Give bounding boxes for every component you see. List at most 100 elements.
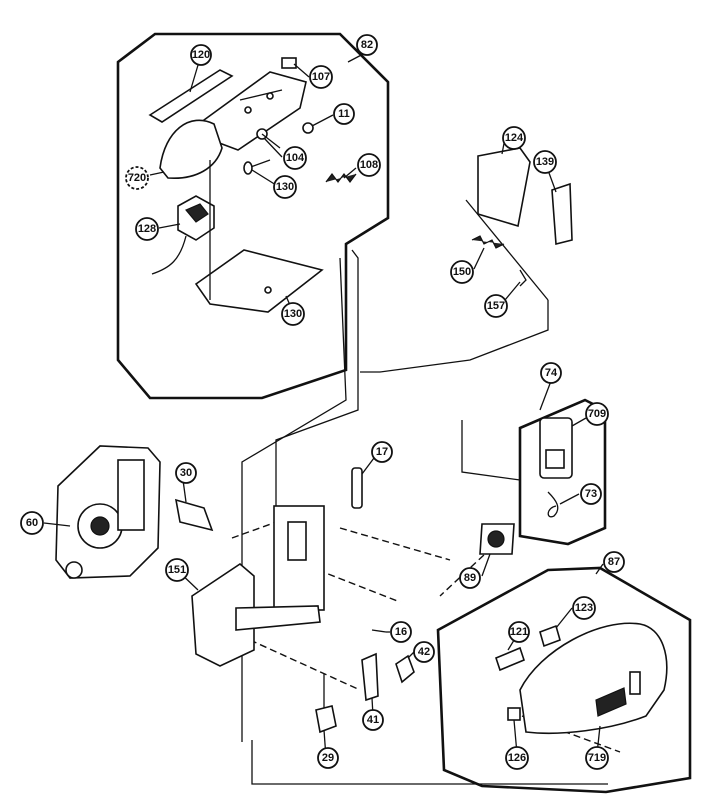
callout-123: 123: [572, 596, 596, 620]
svg-text:87: 87: [608, 556, 620, 568]
callout-74: 74: [540, 362, 562, 384]
part-housing-720: [159, 119, 223, 179]
svg-text:42: 42: [418, 646, 430, 658]
part-top-chassis-plate: [203, 71, 307, 151]
svg-text:719: 719: [588, 752, 606, 764]
route-line: [241, 257, 347, 742]
part-plate-139: [551, 182, 573, 246]
callout-16: 16: [390, 621, 412, 643]
part-clip-42: [395, 654, 415, 684]
leader-lines: [43, 51, 604, 759]
svg-text:157: 157: [487, 300, 505, 312]
svg-text:126: 126: [508, 752, 526, 764]
part-mechanism-60: [55, 445, 161, 579]
svg-text:128: 128: [138, 223, 156, 235]
part-pin-130a: [243, 159, 271, 175]
callout-29: 29: [317, 747, 339, 769]
callout-82: 82: [356, 34, 378, 56]
callout-107: 107: [309, 65, 333, 89]
callout-709: 709: [585, 402, 609, 426]
svg-text:107: 107: [312, 71, 330, 83]
svg-text:709: 709: [588, 408, 606, 420]
part-clip-123: [539, 624, 561, 648]
part-cover-719: [519, 622, 668, 734]
part-lever-121: [495, 646, 525, 672]
callout-157: 157: [484, 294, 508, 318]
callout-720: 720: [125, 166, 149, 190]
callout-128: 128: [135, 217, 159, 241]
route-line: [461, 420, 521, 481]
svg-text:11: 11: [338, 108, 350, 120]
group-outline-82: [116, 32, 390, 400]
svg-text:41: 41: [367, 714, 379, 726]
part-gear-assembly-128: [151, 195, 215, 275]
callout-87: 87: [603, 551, 625, 573]
svg-text:139: 139: [536, 156, 554, 168]
part-bracket-120: [148, 69, 234, 123]
svg-text:74: 74: [545, 367, 558, 379]
callout-124: 124: [502, 126, 526, 150]
part-bracket-17: [351, 467, 363, 509]
callout-719: 719: [585, 746, 609, 770]
part-pin-16: [371, 629, 387, 633]
group-outline-87: [436, 566, 692, 794]
part-clip-107: [281, 57, 297, 69]
callout-126: 126: [505, 746, 529, 770]
callout-60: 60: [20, 511, 44, 535]
part-clip-73: [547, 491, 559, 518]
dashed-guide: [339, 527, 451, 561]
callout-139: 139: [533, 150, 557, 174]
callout-89: 89: [459, 567, 481, 589]
callout-150: 150: [450, 260, 474, 284]
part-spring-108: [325, 173, 357, 183]
part-bracket-30: [174, 498, 214, 532]
part-base-plate-130: [194, 249, 324, 313]
part-board-709: [539, 417, 573, 479]
part-screw-104: [256, 128, 281, 149]
svg-text:123: 123: [575, 602, 593, 614]
svg-text:82: 82: [361, 39, 373, 51]
part-clip-157: [519, 269, 527, 287]
route-line: [465, 199, 549, 301]
part-button-126: [507, 707, 521, 721]
part-bracket-41: [361, 652, 379, 702]
svg-text:130: 130: [276, 181, 294, 193]
svg-text:151: 151: [168, 564, 186, 576]
callout-108: 108: [357, 153, 381, 177]
svg-text:89: 89: [464, 572, 476, 584]
part-spring-150: [471, 235, 505, 249]
dashed-guide: [317, 569, 401, 603]
callout-130a: 130: [273, 175, 297, 199]
callout-151: 151: [165, 558, 189, 582]
dashed-guide: [249, 639, 361, 691]
svg-text:29: 29: [322, 752, 334, 764]
part-speaker-89: [479, 523, 515, 555]
svg-text:60: 60: [26, 517, 38, 529]
part-latch-29: [315, 674, 337, 734]
part-shield-124: [477, 147, 531, 228]
group-outline-74: [518, 398, 607, 546]
svg-text:108: 108: [360, 159, 378, 171]
callout-17: 17: [371, 441, 393, 463]
svg-text:124: 124: [505, 132, 524, 144]
svg-text:17: 17: [376, 446, 388, 458]
svg-text:120: 120: [192, 49, 210, 61]
route-line: [251, 740, 608, 785]
svg-text:16: 16: [395, 626, 407, 638]
callout-11: 11: [333, 103, 355, 125]
part-frame-151: [191, 505, 325, 667]
svg-text:150: 150: [453, 266, 471, 278]
route-line: [275, 249, 359, 520]
callout-41: 41: [362, 709, 384, 731]
svg-text:130: 130: [284, 308, 302, 320]
svg-text:104: 104: [286, 152, 305, 164]
callout-104: 104: [283, 146, 307, 170]
part-screw-11: [302, 122, 314, 134]
svg-text:121: 121: [510, 626, 528, 638]
callout-121: 121: [508, 621, 530, 643]
callout-30: 30: [175, 462, 197, 484]
svg-text:30: 30: [180, 467, 192, 479]
svg-text:73: 73: [585, 488, 597, 500]
callout-130b: 130: [281, 302, 305, 326]
